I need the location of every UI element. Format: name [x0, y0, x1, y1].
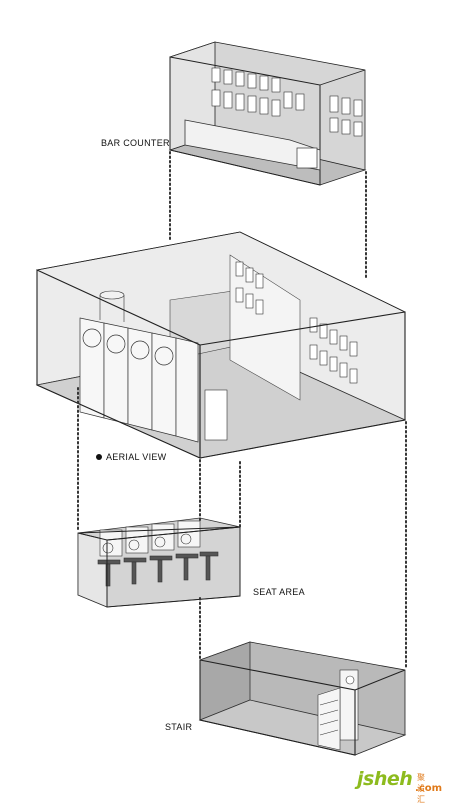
stair-module: [198, 641, 407, 756]
aerial-seat-partitions: [79, 317, 199, 443]
label-stair: STAIR: [165, 722, 193, 732]
bar-counter-module: [168, 41, 367, 186]
aerial-view-module: [35, 231, 407, 459]
seat-booths: [99, 520, 201, 557]
seat-area-module: [77, 517, 241, 608]
label-aerial-view-text: AERIAL VIEW: [106, 452, 167, 462]
explode-leader-lines: [77, 151, 407, 669]
aerial-shelf-arches: [235, 261, 358, 384]
label-bar-counter: BAR COUNTER: [101, 138, 170, 148]
watermark-domain: .com: [415, 783, 443, 794]
watermark-logo: jsheh 聚设汇 .com: [357, 768, 442, 804]
label-seat-area: SEAT AREA: [253, 587, 305, 597]
seat-tables: [97, 551, 219, 587]
bar-shelf-arches: [211, 67, 363, 137]
watermark-text: jsheh: [357, 768, 413, 790]
label-aerial-view: AERIAL VIEW: [96, 452, 166, 462]
bullet-dot-icon: [96, 454, 102, 460]
